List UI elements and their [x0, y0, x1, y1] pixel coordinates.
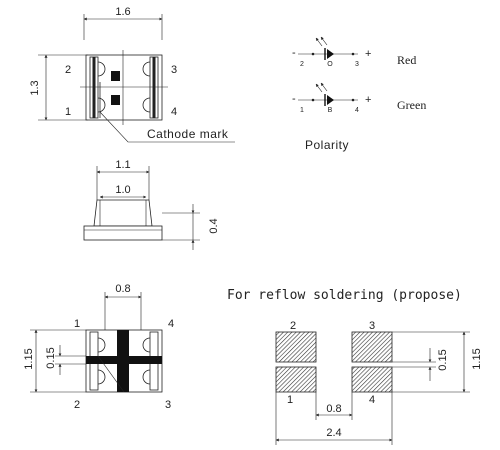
bottom-pin-label: 2 [74, 399, 80, 411]
reflow-pad [351, 366, 393, 393]
bottom-view: 0.8 1.15 0.15 1 4 2 3 [23, 283, 174, 411]
cathode-mark-label: Cathode mark [147, 127, 229, 141]
svg-text:+: + [365, 94, 371, 106]
reflow-gap-x-label: 0.8 [326, 403, 341, 415]
svg-text:+: + [365, 48, 371, 60]
top-pin-label: 3 [171, 64, 177, 76]
side-top-width-label: 1.1 [115, 159, 130, 171]
polarity-color-label: Green [397, 98, 426, 112]
reflow-pad [351, 331, 393, 363]
reflow-footprint: For reflow soldering (propose) 2 3 1 4 0… [227, 288, 483, 445]
reflow-pin-label: 1 [287, 394, 293, 406]
bottom-pin-label: 1 [74, 318, 80, 330]
reflow-pad [275, 331, 317, 363]
polarity-row-green: - 1 B 4 + Green [292, 82, 426, 114]
polarity-pin-label: 1 [300, 107, 304, 114]
reflow-pin-label: 4 [369, 394, 375, 406]
reflow-pin-label: 3 [369, 320, 375, 332]
top-pin-label: 2 [65, 64, 71, 76]
polarity-pin-label: 2 [300, 61, 304, 68]
bottom-height-label: 1.15 [23, 348, 35, 369]
side-body [93, 199, 153, 227]
polarity-color-label: Red [397, 53, 416, 67]
polarity-row-red: - 2 O 3 + Red [292, 36, 416, 68]
reflow-total-height-label: 1.15 [471, 348, 483, 369]
bottom-pin-label: 4 [168, 318, 174, 330]
top-height-label: 1.3 [29, 80, 41, 95]
polarity-die-label: O [327, 61, 333, 68]
bottom-width-label: 0.8 [115, 283, 130, 295]
reflow-pin-label: 2 [290, 320, 296, 332]
reflow-gap-y-label: 0.15 [437, 349, 449, 370]
top-package-outline [85, 54, 163, 121]
svg-text:-: - [292, 47, 296, 59]
bottom-gap-label: 0.15 [45, 347, 57, 368]
top-pin-label: 1 [65, 106, 71, 118]
polarity-pin-label: 4 [355, 107, 359, 114]
svg-text:-: - [292, 93, 296, 105]
polarity-pin-label: 3 [355, 61, 359, 68]
polarity-title: Polarity [305, 138, 349, 152]
bottom-pin-label: 3 [165, 399, 171, 411]
side-inner-width-label: 1.0 [115, 184, 130, 196]
reflow-title: For reflow soldering (propose) [227, 288, 462, 303]
reflow-total-width-label: 2.4 [326, 427, 341, 439]
polarity-die-label: B [328, 107, 333, 114]
top-width-label: 1.6 [115, 6, 130, 18]
die-bottom [111, 95, 120, 105]
side-height-label: 0.4 [208, 218, 220, 233]
die-top [111, 71, 120, 81]
top-pin-label: 4 [171, 106, 177, 118]
top-view: 1.6 1.3 2 3 1 4 Cathode mark [29, 6, 235, 143]
reflow-pad [275, 366, 317, 393]
polarity-diagram: - 2 O 3 + Red - 1 B 4 + [292, 36, 426, 152]
side-view: 1.1 1.0 0.4 [83, 159, 220, 250]
